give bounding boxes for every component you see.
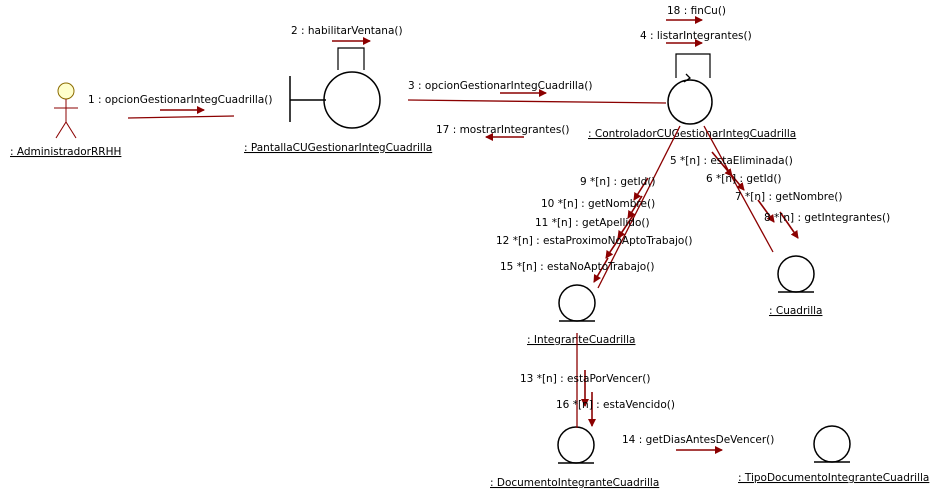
message-arrows: [160, 16, 799, 454]
controller-label: : ControladorCUGestionarIntegCuadrilla: [588, 128, 796, 140]
arrow-m12: [605, 233, 623, 259]
arrow-m15: [593, 257, 609, 283]
message-6: 6 *[n] : getId(): [706, 173, 782, 185]
message-10: 10 *[n] : getNombre(): [541, 198, 655, 210]
arrow-m9: [633, 177, 649, 201]
integrante-label: : IntegranteCuadrilla: [527, 334, 635, 346]
links: [127, 99, 774, 428]
arrow-m6: [723, 165, 745, 191]
link-controller-cuadrilla: [703, 125, 774, 253]
message-9: 9 *[n] : getId(): [580, 176, 656, 188]
link-actor-boundary: [127, 115, 235, 119]
boundary-label: : PantallaCUGestionarIntegCuadrilla: [244, 142, 432, 154]
actor-administrador[interactable]: [54, 82, 78, 139]
controller-object[interactable]: [667, 73, 713, 125]
boundary-object[interactable]: [289, 71, 381, 129]
message-18: 18 : finCu(): [667, 5, 726, 17]
cuadrilla-object[interactable]: [777, 255, 815, 293]
message-12: 12 *[n] : estaProximoNoAptoTrabajo(): [496, 235, 693, 247]
message-3: 3 : opcionGestionarIntegCuadrilla(): [408, 80, 592, 92]
message-7: 7 *[n] : getNombre(): [735, 191, 842, 203]
boundary-self-link: [337, 47, 365, 70]
message-16: 16 *[n] : estaVencido(): [556, 399, 675, 411]
arrow-m8: [779, 211, 799, 239]
message-14: 14 : getDiasAntesDeVencer(): [622, 434, 774, 446]
message-17: 17 : mostrarIntegrantes(): [436, 124, 570, 136]
arrow-m10: [627, 195, 643, 219]
tipo-documento-label: : TipoDocumentoIntegranteCuadrilla: [738, 472, 929, 484]
integrante-object[interactable]: [558, 284, 596, 322]
actor-label: : AdministradorRRHH: [10, 146, 121, 158]
tipo-documento-object[interactable]: [813, 425, 851, 463]
message-13: 13 *[n] : estaPorVencer(): [520, 373, 650, 385]
cuadrilla-label: : Cuadrilla: [769, 305, 822, 317]
link-controller-integrante: [597, 125, 681, 289]
message-15: 15 *[n] : estaNoAptoTrabajo(): [500, 261, 654, 273]
message-1: 1 : opcionGestionarIntegCuadrilla(): [88, 94, 272, 106]
message-8: 8 *[n] : getIntegrantes(): [764, 212, 890, 224]
documento-label: : DocumentoIntegranteCuadrilla: [490, 477, 659, 489]
arrow-m7: [757, 199, 775, 223]
controller-self-link: [675, 53, 711, 78]
documento-object[interactable]: [557, 426, 595, 464]
message-5: 5 *[n] : estaEliminada(): [670, 155, 793, 167]
arrow-m11: [617, 213, 635, 239]
message-11: 11 *[n] : getApellido(): [535, 217, 650, 229]
link-boundary-controller: [407, 99, 667, 104]
message-2: 2 : habilitarVentana(): [291, 25, 403, 37]
message-4: 4 : listarIntegrantes(): [640, 30, 752, 42]
